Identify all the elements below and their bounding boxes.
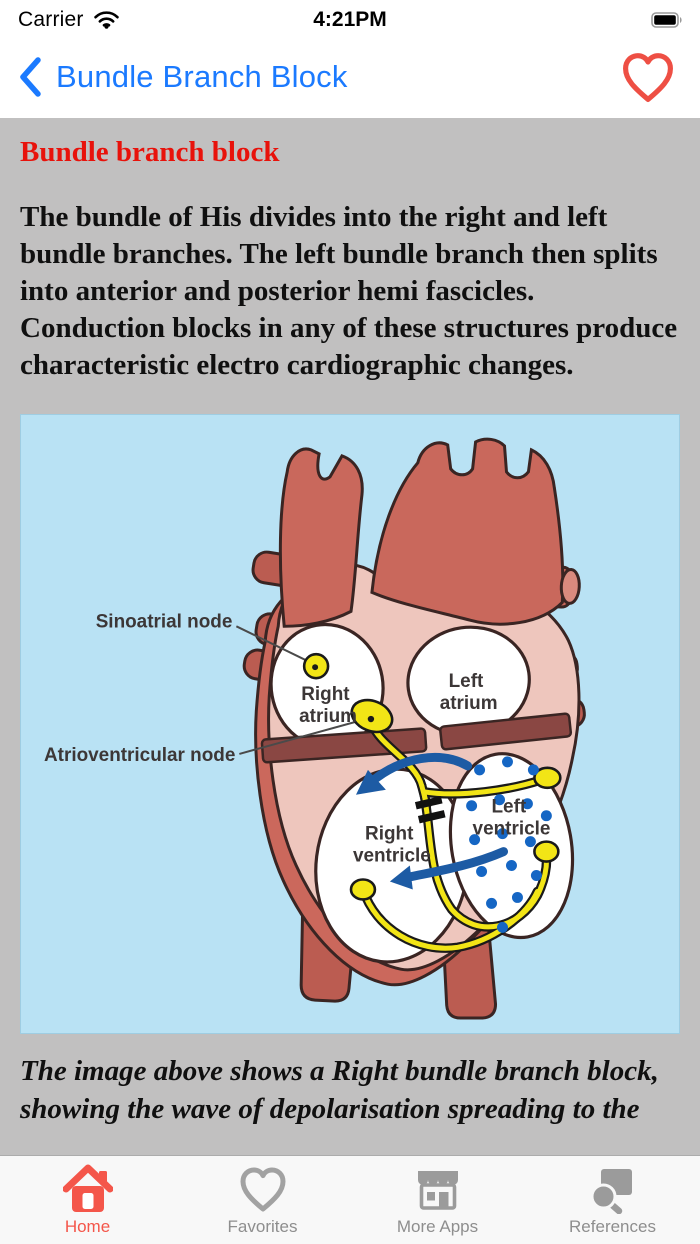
tab-more-apps-label: More Apps: [396, 1217, 479, 1236]
tab-bar: Home Favorites More Apps R: [0, 1155, 700, 1244]
tab-home-label: Home: [64, 1217, 111, 1236]
battery-icon: [651, 12, 684, 28]
article-content: Bundle branch block The bundle of His di…: [0, 118, 700, 1155]
tab-home[interactable]: Home: [0, 1156, 175, 1244]
depolarised-dots: [466, 756, 552, 933]
favorites-heart-icon: [238, 1162, 288, 1214]
status-bar: Carrier 4:21PM: [0, 0, 700, 36]
label-left-atrium: Left atrium: [440, 671, 498, 714]
back-button[interactable]: [18, 56, 42, 98]
tab-favorites[interactable]: Favorites: [175, 1156, 350, 1244]
great-vessels: [278, 437, 574, 628]
heart-outline-icon: [623, 53, 673, 102]
wifi-icon: [93, 9, 120, 34]
conduction-terminals: [302, 652, 562, 901]
tab-references-label: References: [569, 1217, 656, 1236]
tab-favorites-label: Favorites: [227, 1217, 298, 1236]
label-right-atrium: Right atrium: [299, 684, 357, 727]
clock: 4:21PM: [313, 8, 387, 31]
article-paragraph: The bundle of His divides into the right…: [20, 201, 678, 381]
chevron-left-icon: [20, 57, 41, 97]
home-icon: [62, 1162, 113, 1214]
label-atrioventricular-node: Atrioventricular node: [44, 745, 235, 766]
nav-bar: Bundle Branch Block: [0, 36, 700, 118]
tab-references[interactable]: References: [525, 1156, 700, 1244]
label-sinoatrial-node: Sinoatrial node: [96, 611, 233, 632]
depolarisation-arrows: [369, 752, 508, 881]
heart-diagram-image: Sinoatrial node Atrioventricular node Ri…: [20, 414, 680, 1034]
favorite-button[interactable]: [620, 50, 676, 104]
tab-more-apps[interactable]: More Apps: [350, 1156, 525, 1244]
carrier-label: Carrier: [18, 8, 84, 31]
page-title: Bundle Branch Block: [56, 59, 348, 94]
label-right-ventricle: Right ventricle: [353, 824, 431, 867]
document-search-icon: [588, 1162, 638, 1214]
block-marks: [414, 796, 446, 824]
article-caption: The image above shows a Right bundle bra…: [20, 1055, 659, 1125]
label-left-ventricle: Left ventricle: [473, 797, 551, 840]
article-heading: Bundle branch block: [20, 136, 280, 168]
label-leader-lines: [235, 625, 367, 755]
storefront-icon: [413, 1162, 463, 1214]
arrow-heads: [355, 769, 413, 890]
